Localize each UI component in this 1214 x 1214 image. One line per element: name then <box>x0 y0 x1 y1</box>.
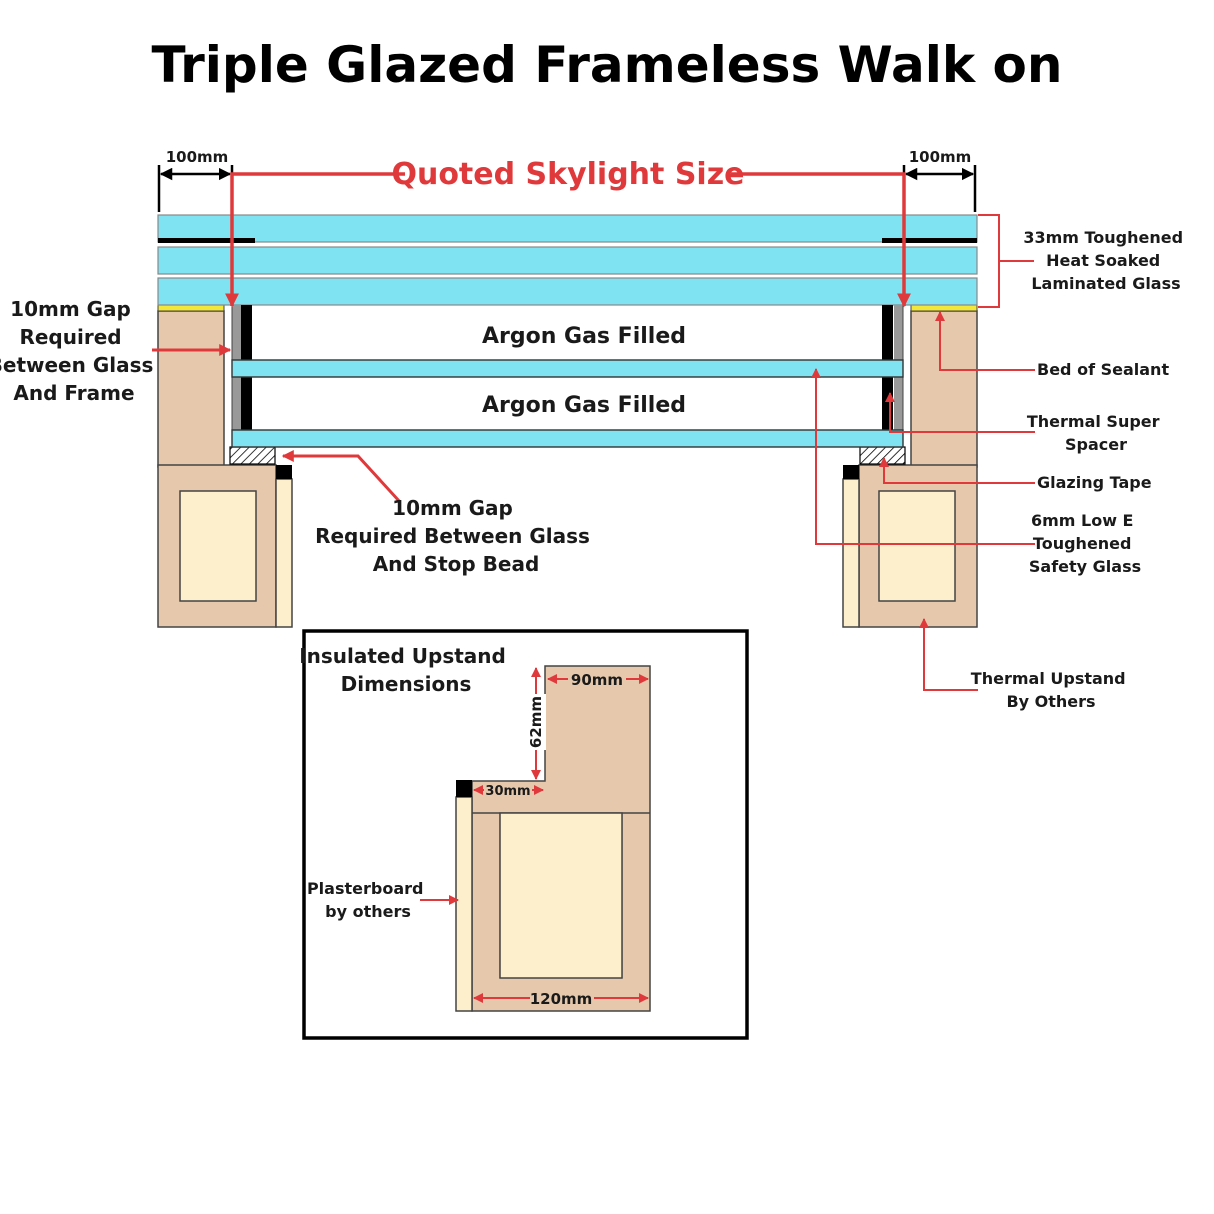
gap-bead-label: 10mm Gap Required Between Glass And Stop… <box>315 496 597 576</box>
left-sealant <box>157 304 225 312</box>
dim-90-label: 90mm <box>571 671 623 689</box>
spacer-label: Thermal Super Spacer <box>1027 412 1165 454</box>
right-callouts: 33mm Toughened Heat Soaked Laminated Gla… <box>811 214 1188 711</box>
right-spacer-black-2 <box>882 377 893 430</box>
dim-120-label: 120mm <box>530 990 593 1008</box>
inset-stop-bead <box>456 780 472 797</box>
lower-cavity-label: Argon Gas Filled <box>482 393 686 418</box>
dim-62-label: 62mm <box>527 696 545 748</box>
left-insulation <box>179 490 257 602</box>
glazing-tape-label: Glazing Tape <box>1037 473 1152 492</box>
quoted-size-left-leader <box>225 172 405 308</box>
right-overhang-label: 100mm <box>909 148 972 166</box>
dim-30-label: 30mm <box>485 784 530 799</box>
left-spacer-black-1 <box>241 305 252 360</box>
diagram-title: Triple Glazed Frameless Walk on <box>152 36 1063 94</box>
sealant-leader <box>935 311 1035 371</box>
glass-33-label: 33mm Toughened Heat Soaked Laminated Gla… <box>1023 228 1188 293</box>
dim-90-bg <box>568 670 626 688</box>
dim-120-bg <box>530 989 594 1007</box>
right-plasterboard <box>842 478 860 628</box>
left-plasterboard <box>275 478 293 628</box>
gap-frame-label: 10mm Gap Required Between Glass And Fram… <box>0 297 160 405</box>
gap-bead-leader <box>281 450 402 504</box>
glass-bracket <box>978 214 1034 308</box>
upstand-label: Thermal Upstand By Others <box>971 669 1131 711</box>
dim-62-bg <box>526 694 546 750</box>
inset-insulation <box>499 812 623 979</box>
upper-cavity-label: Argon Gas Filled <box>482 324 686 349</box>
left-spacer-black-2 <box>241 377 252 430</box>
left-upstand <box>157 304 293 628</box>
inset-title: Insulated Upstand Dimensions <box>299 644 513 696</box>
glass-unit: Argon Gas Filled Argon Gas Filled <box>157 214 978 448</box>
left-overhang-label: 100mm <box>166 148 229 166</box>
right-frame-top <box>910 310 978 468</box>
middle-pane <box>231 359 904 378</box>
upstand-leader <box>919 618 978 691</box>
left-edge-strip <box>158 238 255 243</box>
left-stop-bead <box>276 465 292 479</box>
inset-plasterboard <box>455 796 473 1012</box>
quoted-size-right-leader <box>731 172 911 308</box>
right-insulation <box>878 490 956 602</box>
left-frame-top <box>157 310 225 468</box>
laminated-pane-1 <box>157 214 978 243</box>
right-stop-bead <box>843 465 859 479</box>
right-edge-strip <box>882 238 977 243</box>
laminated-pane-3 <box>157 277 978 306</box>
laminated-pane-2 <box>157 246 978 275</box>
spacer-leader <box>885 392 1035 433</box>
top-dimensions: 100mm 100mm Quoted Skylight Size <box>157 148 977 308</box>
low-e-label: 6mm Low E Toughened Safety Glass <box>1029 511 1141 576</box>
right-glazing-tape <box>859 446 906 465</box>
right-upstand <box>842 304 978 628</box>
left-callouts: 10mm Gap Required Between Glass And Fram… <box>0 297 597 576</box>
quoted-size-label: Quoted Skylight Size <box>391 157 744 192</box>
glazing-tape-leader <box>879 457 1035 484</box>
sealant-label: Bed of Sealant <box>1037 360 1169 379</box>
low-e-pane <box>231 429 904 448</box>
left-glazing-tape <box>229 446 276 465</box>
right-spacer-black-1 <box>882 305 893 360</box>
right-sealant <box>910 304 978 312</box>
dim-30-bg <box>484 782 532 798</box>
low-e-leader <box>811 368 1035 545</box>
upstand-dimensions-inset: Insulated Upstand Dimensions 90mm 62mm 3… <box>299 629 749 1040</box>
plasterboard-label: Plasterboard by others <box>307 879 429 921</box>
